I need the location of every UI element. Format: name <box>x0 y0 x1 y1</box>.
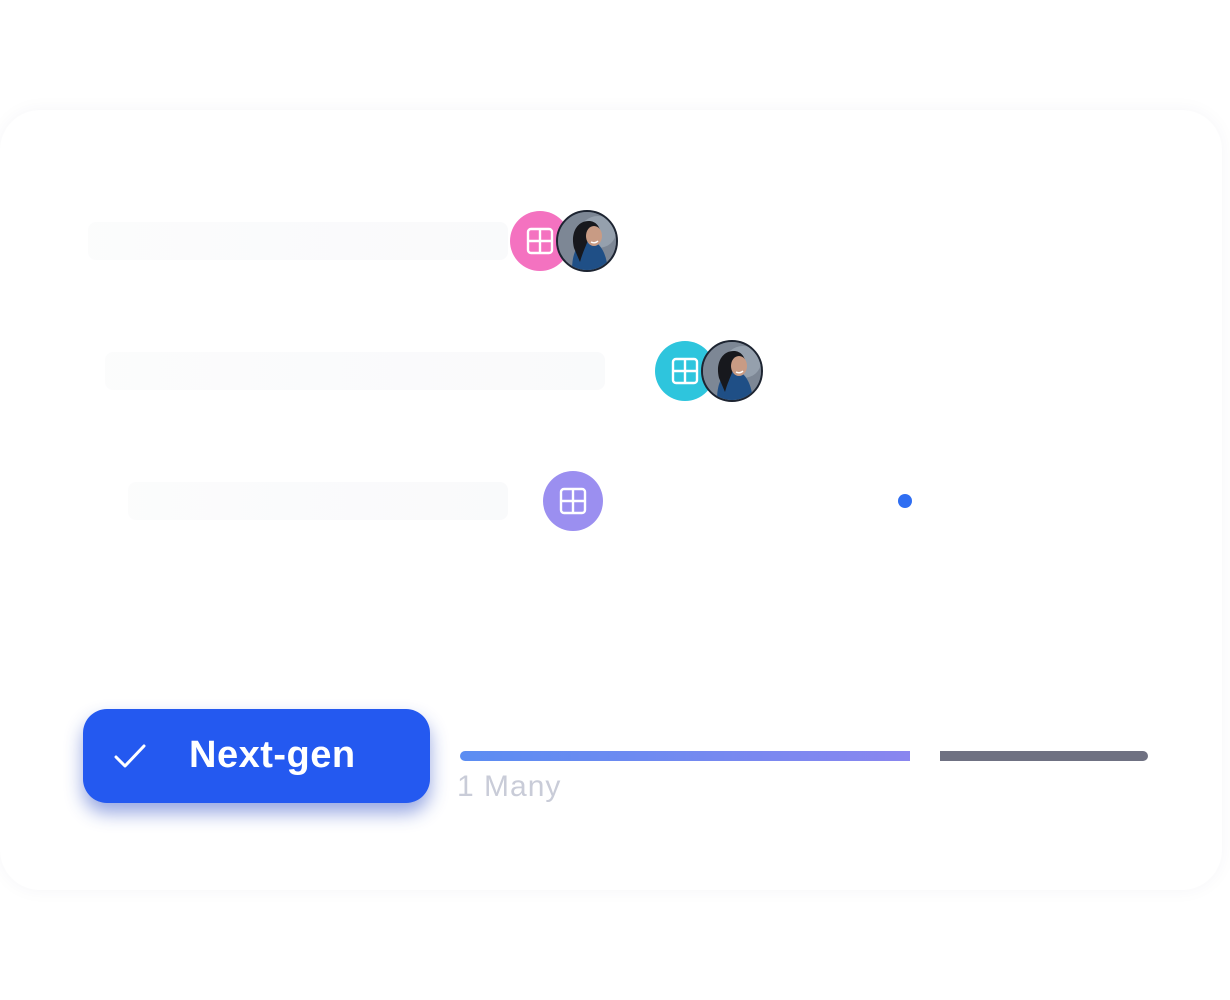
ghost-line-1 <box>88 222 508 260</box>
row-2-avatar[interactable] <box>701 340 763 402</box>
row-1-avatar[interactable] <box>556 210 618 272</box>
ghost-line-2 <box>105 352 605 390</box>
progress-remaining <box>940 751 1148 761</box>
next-gen-button[interactable]: Next-gen <box>83 709 430 803</box>
grid-icon <box>671 357 699 385</box>
row-3-grid-badge[interactable] <box>543 471 603 531</box>
check-icon <box>114 744 146 768</box>
status-dot <box>898 494 912 508</box>
grid-icon <box>526 227 554 255</box>
next-gen-button-label: Next-gen <box>189 734 356 776</box>
person-photo <box>703 342 761 400</box>
progress-label: 1 Many <box>457 770 562 803</box>
progress-fill <box>460 751 910 761</box>
ghost-line-3 <box>128 482 508 520</box>
person-photo <box>558 212 616 270</box>
grid-icon <box>559 487 587 515</box>
